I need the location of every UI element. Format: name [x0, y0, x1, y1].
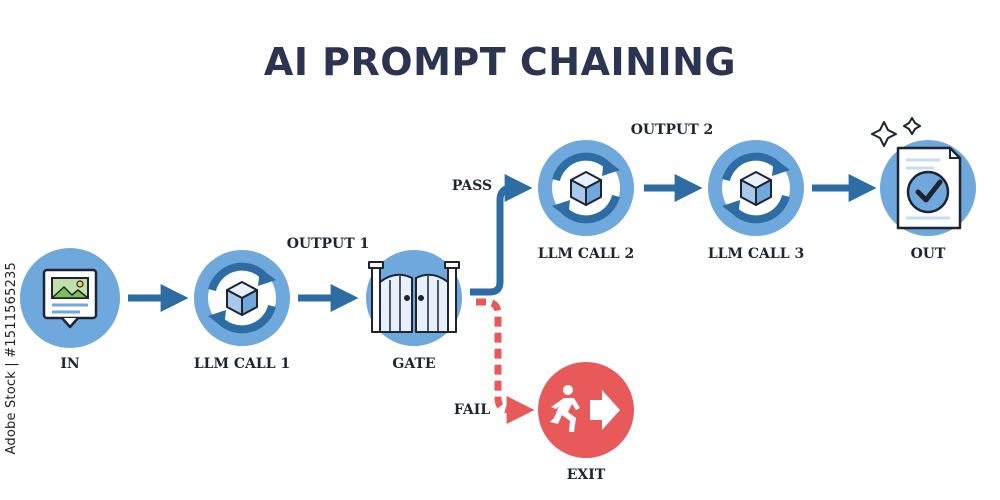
- node-llm-call-3-label: LLM CALL 3: [707, 246, 805, 262]
- edge-label-output-1: OUTPUT 1: [286, 236, 370, 252]
- node-exit: [538, 362, 634, 458]
- node-gate-label: GATE: [392, 356, 436, 372]
- node-gate: [366, 250, 462, 346]
- exit-running-man-icon: [550, 385, 620, 432]
- node-out: [871, 117, 976, 236]
- cube-cycle-icon: [226, 281, 258, 316]
- gate-icon: [368, 261, 460, 333]
- document-image-icon: [42, 268, 98, 329]
- checked-document-icon: [896, 146, 962, 230]
- edge-label-fail: FAIL: [453, 402, 491, 418]
- node-in: [20, 248, 120, 348]
- sparkle-icon: [871, 117, 921, 147]
- node-llm-call-2-label: LLM CALL 2: [537, 246, 635, 262]
- node-exit-label: EXIT: [566, 467, 606, 483]
- diagram-title: AI PROMPT CHAINING: [263, 40, 737, 84]
- edge-label-output-2: OUTPUT 2: [630, 122, 714, 138]
- arrow-gate-pass: [470, 174, 533, 296]
- cube-cycle-icon: [740, 171, 772, 206]
- node-llm-call-2: [538, 140, 634, 236]
- cube-cycle-icon: [570, 171, 602, 206]
- node-in-label: IN: [60, 356, 80, 372]
- arrow-gate-fail: [476, 298, 535, 424]
- node-llm-call-1: [194, 250, 290, 346]
- node-llm-call-3: [708, 140, 804, 236]
- node-llm-call-1-label: LLM CALL 1: [193, 356, 291, 372]
- node-out-label: OUT: [910, 246, 946, 262]
- edge-label-pass: PASS: [451, 178, 493, 194]
